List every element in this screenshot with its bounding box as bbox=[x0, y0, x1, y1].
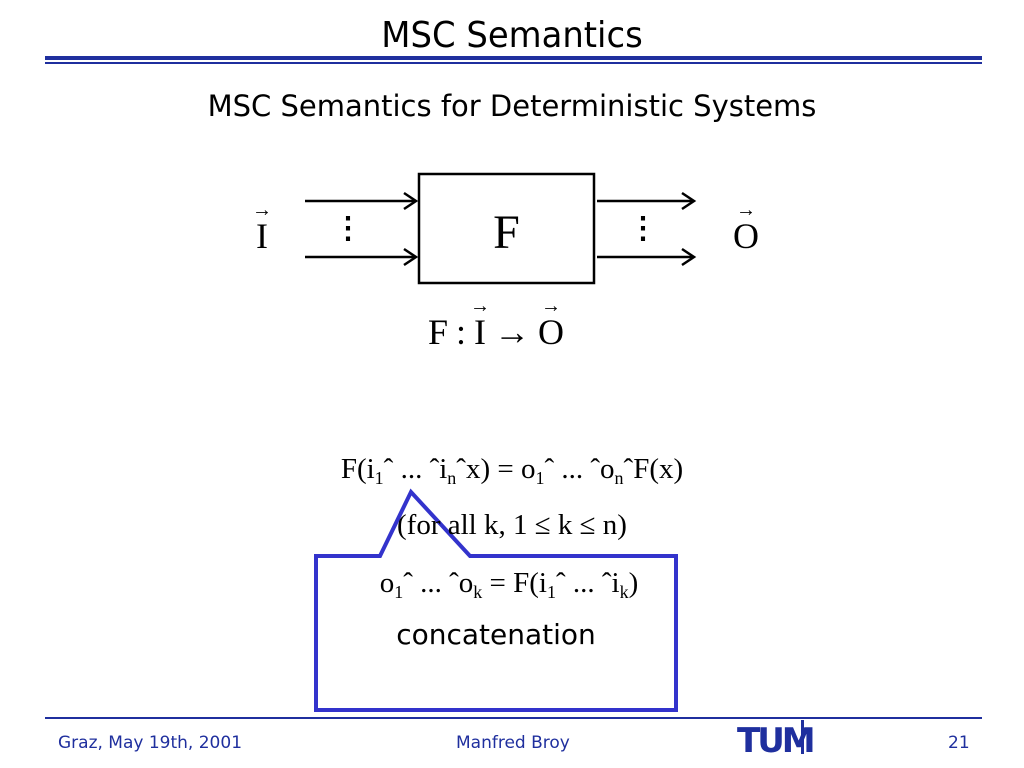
vector-arrow-icon: → bbox=[470, 295, 491, 317]
signature-to: →O bbox=[538, 296, 565, 352]
eq3-part: ) bbox=[628, 567, 639, 599]
output-arrows bbox=[597, 191, 697, 267]
eq3-part: ˆ ... ˆi bbox=[555, 567, 620, 599]
eq3-sub: k bbox=[619, 582, 629, 602]
eq1-sub: 1 bbox=[535, 468, 545, 488]
eq1-part: ˆ ... ˆi bbox=[383, 453, 448, 485]
callout-shape bbox=[314, 488, 678, 712]
eq1-part: ˆ ... ˆo bbox=[544, 453, 615, 485]
eq1-sub: n bbox=[447, 468, 457, 488]
eq1-sub: 1 bbox=[374, 468, 384, 488]
slide-subtitle: MSC Semantics for Deterministic Systems bbox=[207, 89, 817, 123]
equation-condition: (for all k, 1 ≤ k ≤ n) bbox=[397, 509, 627, 541]
footer-author: Manfred Broy bbox=[456, 733, 570, 753]
signature-arrow: → bbox=[494, 312, 531, 352]
title-rule-thin bbox=[45, 62, 982, 64]
logo-divider bbox=[801, 720, 804, 754]
eq3-sub: k bbox=[473, 582, 483, 602]
input-ellipsis: ⋮ bbox=[333, 212, 363, 245]
equation-prefix: o1ˆ ... ˆok = F(i1ˆ ... ˆik) bbox=[0, 566, 1018, 602]
vector-arrow-icon: → bbox=[541, 295, 562, 317]
input-vector: → I bbox=[252, 200, 272, 256]
eq1-part: F(i bbox=[340, 453, 375, 485]
signature-to-text: O bbox=[538, 312, 565, 352]
signature-from-text: I bbox=[474, 312, 487, 352]
function-box bbox=[417, 172, 596, 285]
slide-title: MSC Semantics bbox=[381, 15, 643, 56]
equation-main: F(i1ˆ ... ˆinˆx) = o1ˆ ... ˆonˆF(x) bbox=[0, 452, 1024, 488]
input-label-text: I bbox=[256, 216, 268, 256]
output-vector-label: → O bbox=[733, 200, 759, 256]
signature-from: →I bbox=[470, 296, 490, 352]
signature-colon: : bbox=[456, 312, 467, 352]
vector-arrow-icon: → bbox=[736, 199, 756, 221]
input-vector-label: → I bbox=[252, 200, 272, 256]
callout-label: concatenation bbox=[396, 618, 596, 651]
signature-func: F bbox=[428, 312, 449, 352]
function-box-label: F bbox=[493, 206, 520, 259]
eq1-part: ˆF(x) bbox=[623, 453, 684, 485]
page-number: 21 bbox=[948, 733, 970, 753]
eq3-part: = F(i bbox=[482, 567, 547, 599]
vector-arrow-icon: → bbox=[252, 199, 272, 221]
function-signature: F:→I→→O bbox=[428, 296, 565, 352]
eq3-part: o bbox=[379, 567, 395, 599]
eq3-sub: 1 bbox=[546, 582, 556, 602]
output-ellipsis: ⋮ bbox=[628, 212, 658, 245]
output-label-text: O bbox=[733, 216, 759, 256]
footer-date: Graz, May 19th, 2001 bbox=[58, 733, 243, 753]
output-vector: → O bbox=[733, 200, 759, 256]
footer-rule bbox=[45, 717, 982, 719]
title-rule-thick bbox=[45, 56, 982, 60]
eq3-sub: 1 bbox=[394, 582, 404, 602]
eq1-part: ˆx) = o bbox=[456, 453, 536, 485]
input-arrows bbox=[305, 191, 419, 267]
eq1-sub: n bbox=[614, 468, 624, 488]
eq3-part: ˆ ... ˆo bbox=[403, 567, 474, 599]
